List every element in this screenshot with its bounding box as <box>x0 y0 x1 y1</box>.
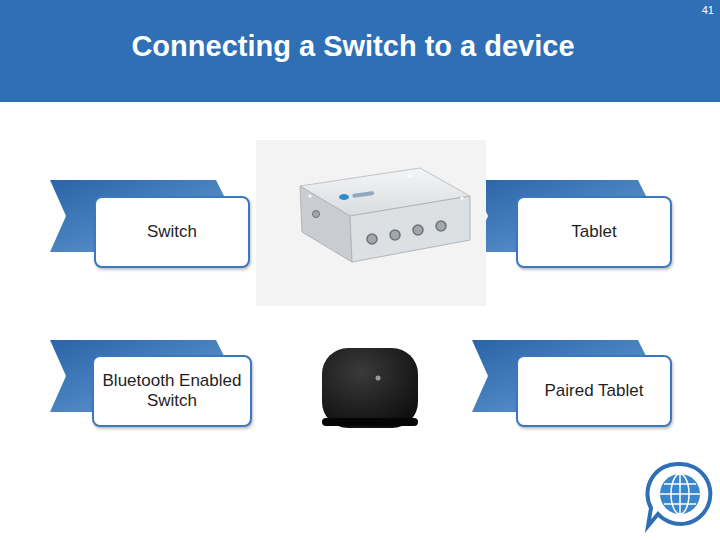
globe-line <box>679 474 681 514</box>
led <box>461 197 464 200</box>
box-label: Bluetooth Enabled Switch <box>94 371 250 410</box>
logo-mark <box>352 191 374 198</box>
box-side <box>300 186 352 262</box>
jack <box>390 230 400 240</box>
photo-ground <box>256 140 486 306</box>
speech-bubble <box>647 464 710 526</box>
page-number: 41 <box>702 4 714 16</box>
globe <box>660 474 700 514</box>
process-box: Switch <box>94 196 250 268</box>
box-label: Tablet <box>563 222 624 242</box>
process-box: Bluetooth Enabled Switch <box>92 355 252 427</box>
jack <box>367 234 377 244</box>
led <box>309 195 312 198</box>
device-body <box>322 348 418 428</box>
header-bar <box>0 0 720 102</box>
process-box: Paired Tablet <box>516 355 672 427</box>
box-label: Switch <box>139 222 205 242</box>
box-front <box>350 196 470 262</box>
process-box: Tablet <box>516 196 672 268</box>
jack <box>313 211 320 218</box>
jack <box>436 221 446 231</box>
box-label: Paired Tablet <box>537 381 652 401</box>
slide-title: Connecting a Switch to a device <box>0 30 706 63</box>
device-base <box>322 418 418 426</box>
bluetooth-device-illustration <box>322 348 418 428</box>
led <box>409 175 412 178</box>
logo-dot <box>339 194 349 200</box>
globe-logo <box>647 464 710 526</box>
device-logo <box>376 376 381 381</box>
switch-box-illustration <box>256 140 486 306</box>
jack <box>413 225 423 235</box>
